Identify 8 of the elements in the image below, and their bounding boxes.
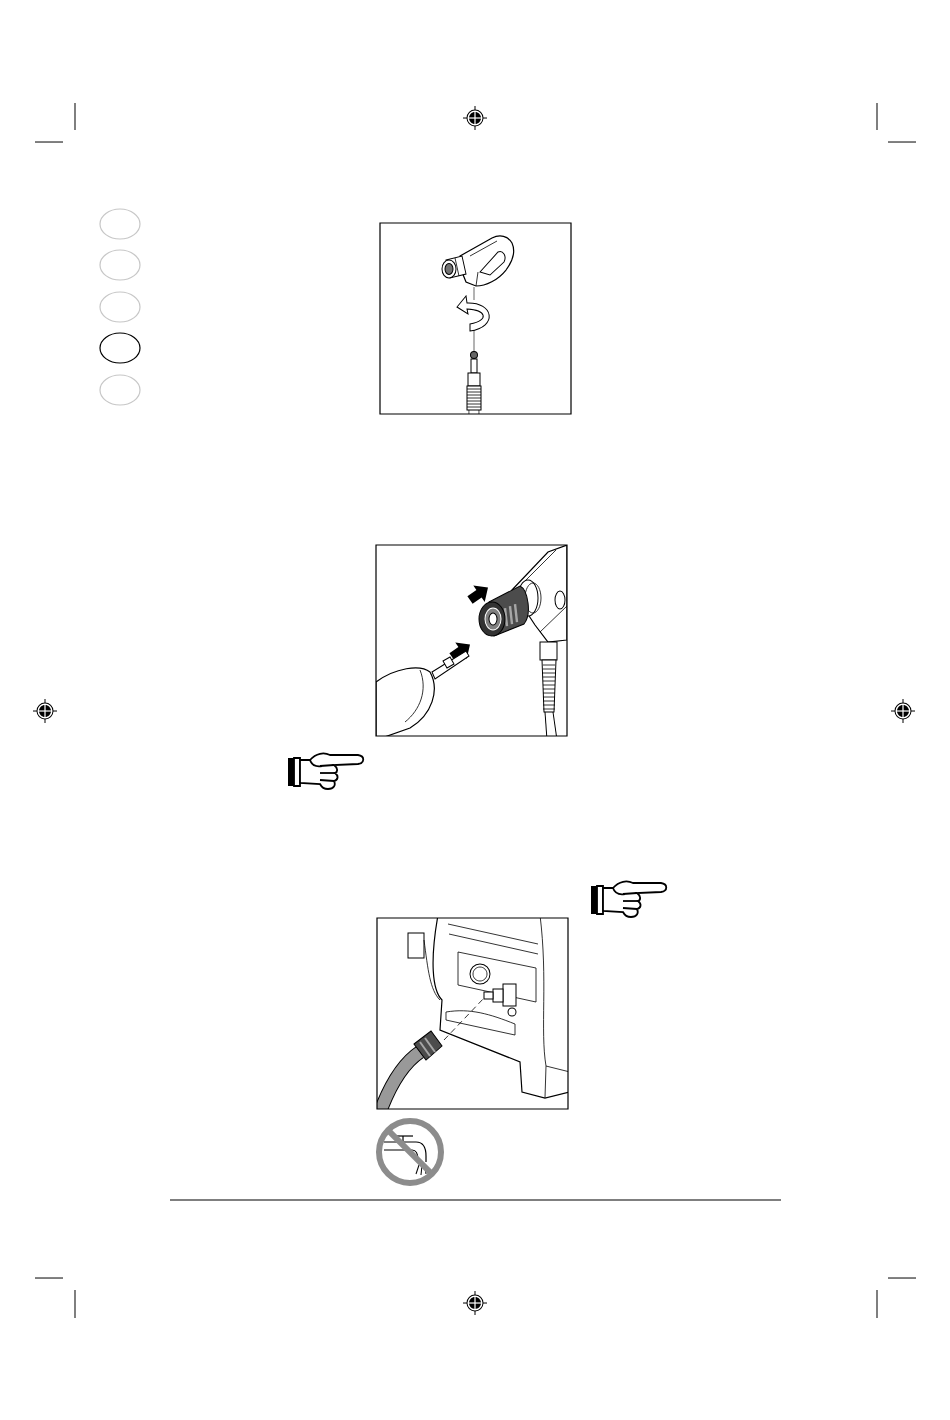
tab-circle: [99, 332, 141, 364]
illustration: [376, 917, 569, 1110]
illustration: [379, 222, 572, 415]
tab-circle: [99, 291, 141, 323]
tab-circle: [99, 249, 141, 281]
illustration: [375, 544, 568, 737]
tab-circle: [99, 374, 141, 406]
tab-circle: [99, 208, 141, 240]
